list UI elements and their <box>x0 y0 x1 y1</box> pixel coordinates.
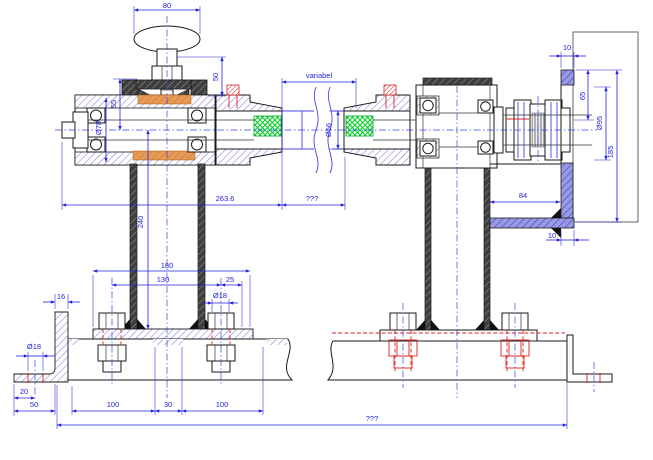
dim-pilot-dia: Ø95 <box>595 116 604 130</box>
base-plate-left <box>13 311 294 383</box>
end-angle-left <box>13 311 69 383</box>
dim-coupling-gap: variabel <box>306 71 333 80</box>
dim-wall-height: 185 <box>606 146 615 159</box>
extension-lines <box>13 6 622 429</box>
wall-bracket-bottom <box>489 217 575 229</box>
anchor-bolt-left-1 <box>97 312 127 373</box>
weld-symbol <box>490 320 499 330</box>
dim-wall-flange-bottom: 10 <box>548 231 556 240</box>
dim-bore-dia: Ø78 <box>94 121 103 135</box>
dim-bracket-width: 84 <box>519 191 527 200</box>
wall-frame <box>489 31 639 238</box>
weld-symbol <box>475 320 484 330</box>
wall-flange-top <box>560 69 575 86</box>
dim-slot-left: 100 <box>107 400 120 409</box>
dimension-labels: 80 50 55 Ø78 variabel Ø56 263.6 ??? 240 … <box>20 1 615 423</box>
dim-slot-gap: 30 <box>164 400 172 409</box>
wall-plate <box>560 162 574 219</box>
dim-wall-flange-top: 10 <box>563 43 571 52</box>
dim-foot-hole: Ø18 <box>27 342 41 351</box>
dim-sleeve-dia: Ø56 <box>324 123 333 137</box>
frame-outline <box>572 31 639 223</box>
dim-mid-section: ??? <box>306 194 319 203</box>
column-flange-left <box>92 328 254 340</box>
set-screw-red <box>226 84 240 96</box>
dim-clamp-to-center: 55 <box>109 100 118 108</box>
dimension-lines <box>13 8 619 427</box>
section-patch <box>68 339 79 345</box>
weld-symbol <box>551 228 561 238</box>
clamp-ring-bottom <box>132 150 196 161</box>
key-green <box>253 115 282 137</box>
dim-left-section: 263.6 <box>216 194 235 203</box>
bearing-block-right <box>415 77 507 169</box>
section-patch <box>153 339 183 345</box>
key-green <box>345 115 374 137</box>
dim-overall-length: ??? <box>366 414 379 423</box>
pedestal-column-left <box>92 163 254 340</box>
cone-coupling-left <box>215 84 283 166</box>
dim-flange-offset: 65 <box>578 92 587 100</box>
end-angle-right <box>566 334 613 383</box>
centerlines <box>34 16 597 398</box>
column-flange-right <box>379 329 538 342</box>
dim-screw-height: 50 <box>211 73 220 81</box>
weld-symbol <box>189 319 198 329</box>
dim-angle-thickness: 16 <box>57 292 65 301</box>
cone-coupling-right <box>343 84 416 166</box>
dim-foot-length: 50 <box>30 400 38 409</box>
dim-bolt-edge: 25 <box>226 275 234 284</box>
section-patch <box>267 339 287 345</box>
weld-symbol <box>137 319 146 329</box>
dim-bolt-span: 130 <box>157 275 170 284</box>
weld-symbol <box>416 320 425 330</box>
dim-flange-width: 180 <box>161 261 174 270</box>
weld-symbol <box>431 320 440 330</box>
dim-foot-hole-offset: 20 <box>20 387 28 396</box>
dim-wheel-width: 80 <box>163 1 171 10</box>
clamp-ring-top <box>137 94 192 105</box>
set-screw-red <box>383 84 397 96</box>
dim-slot-right: 100 <box>216 400 229 409</box>
dim-column-height: 240 <box>136 216 145 229</box>
hidden-hole-edges <box>27 329 601 383</box>
weld-symbol <box>551 208 561 218</box>
dim-bolt-hole: Ø18 <box>213 291 227 300</box>
